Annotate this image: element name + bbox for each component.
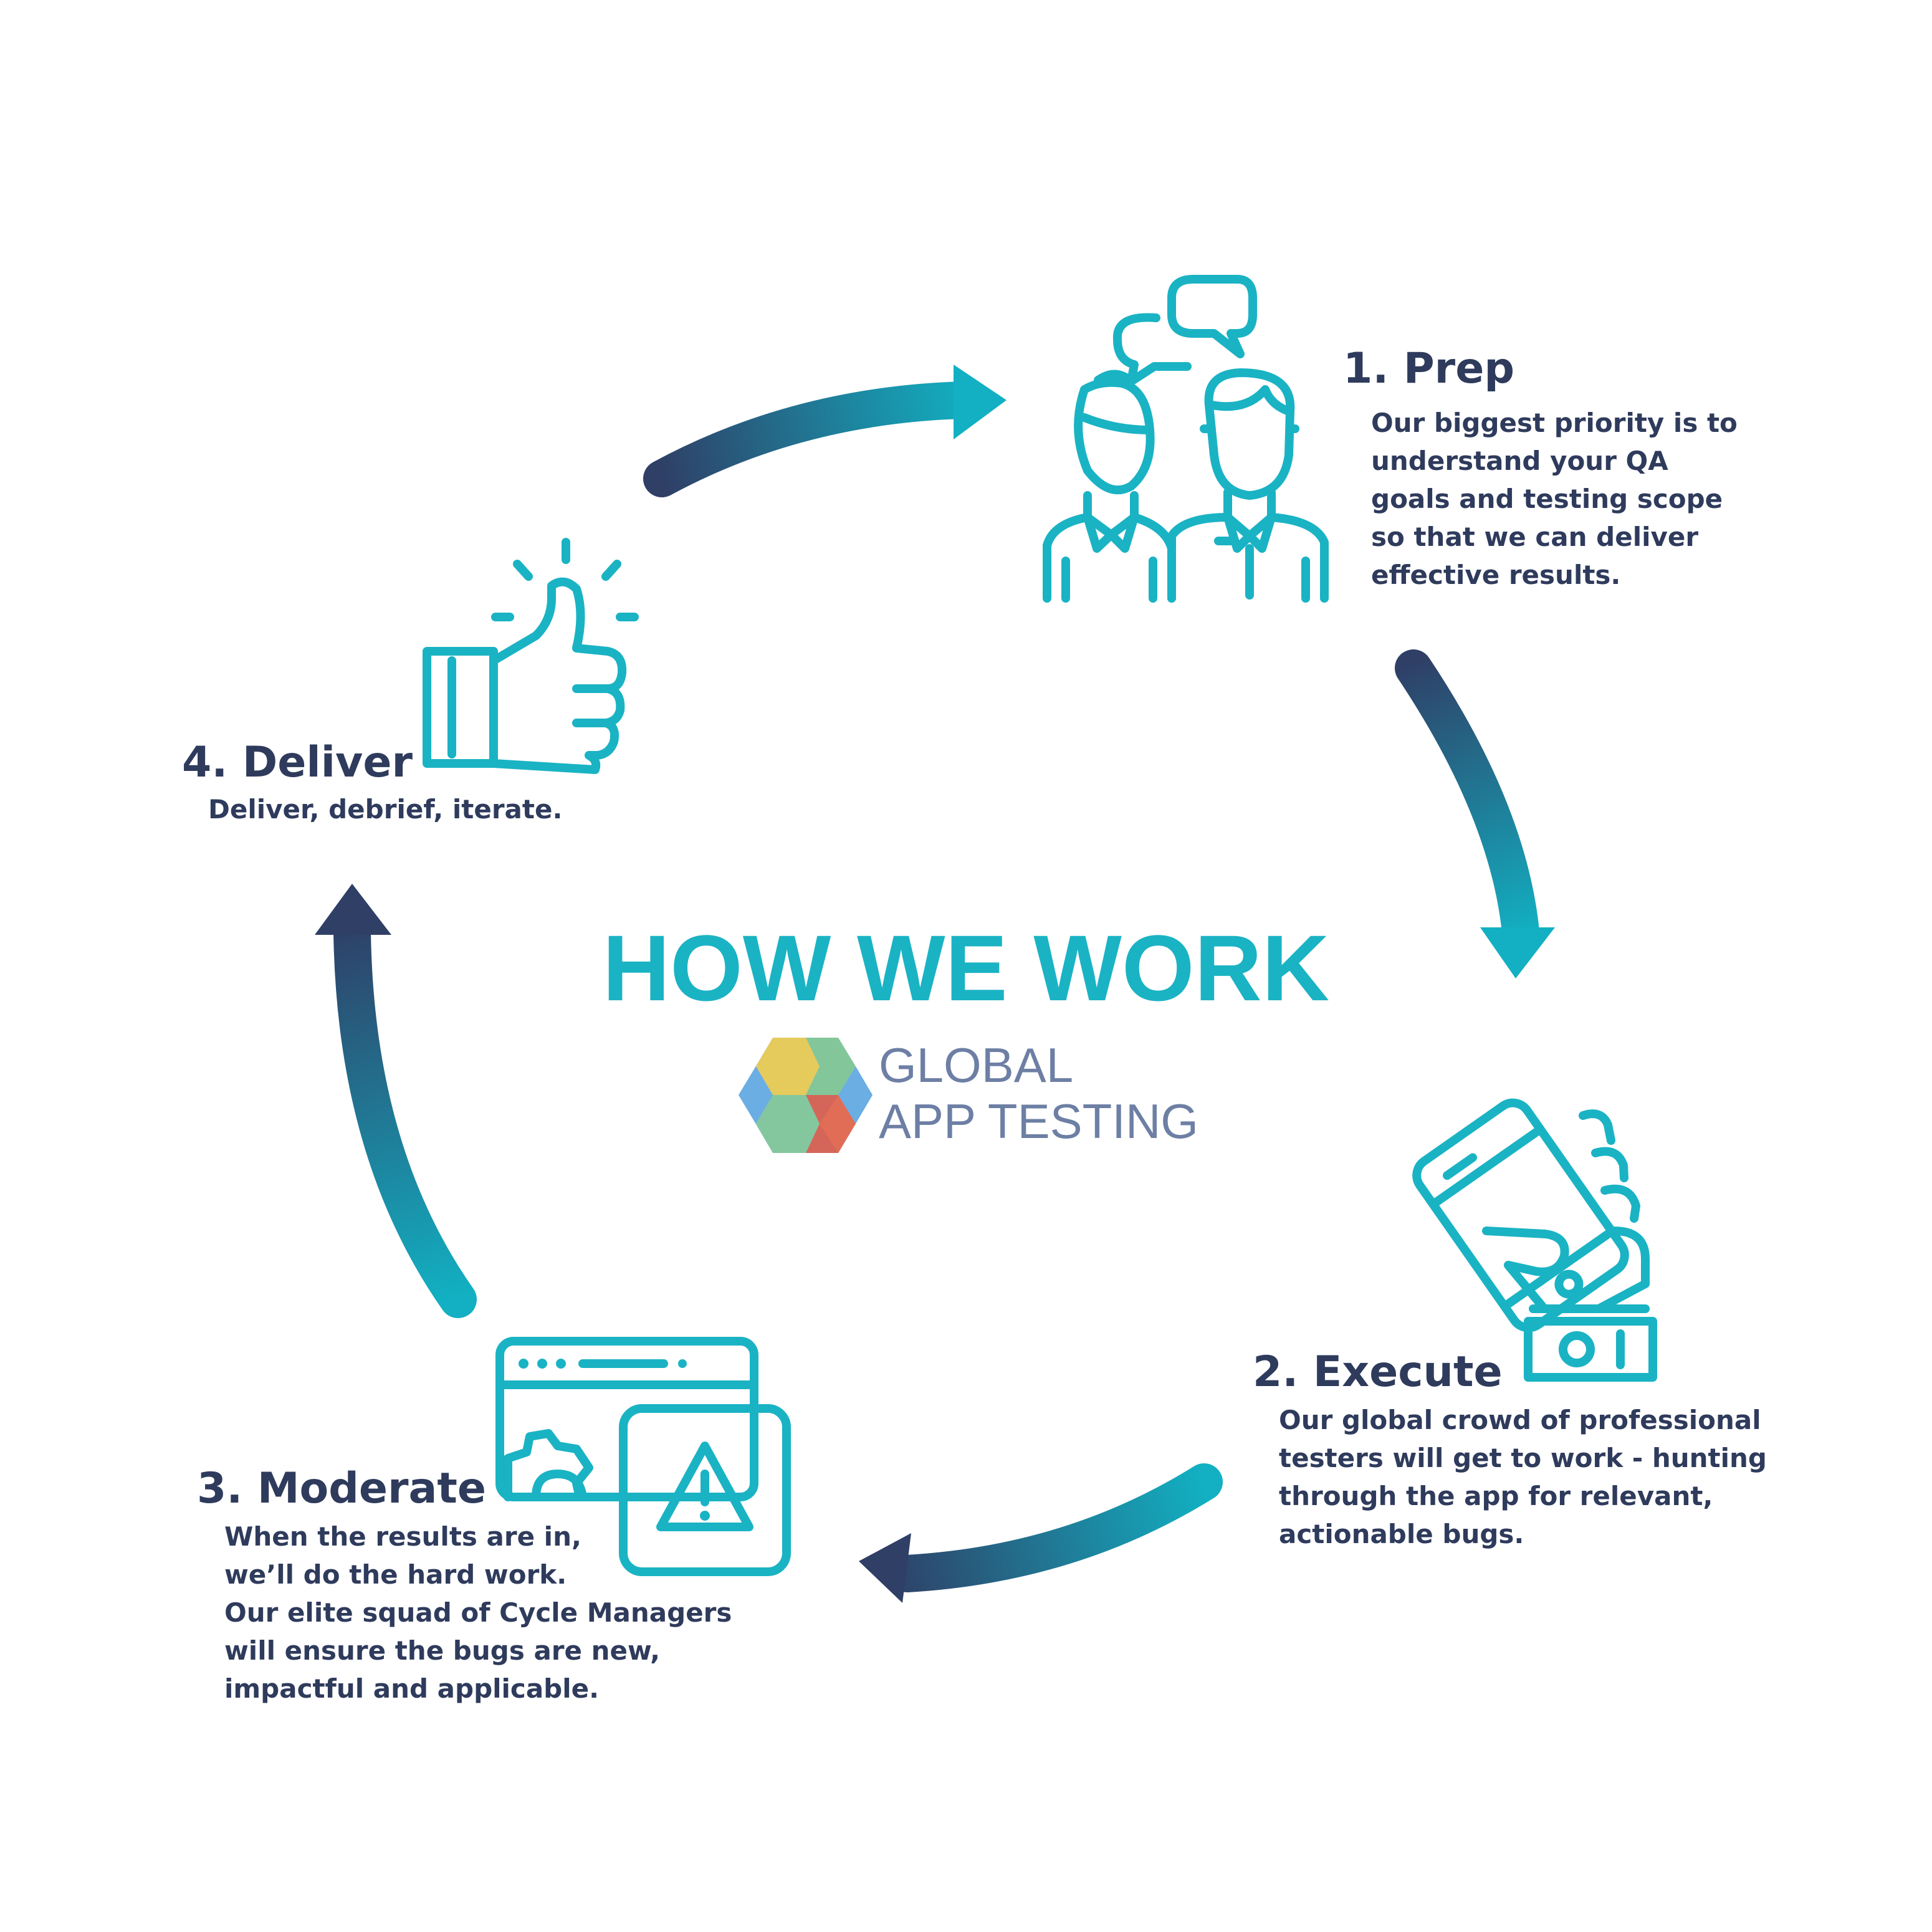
thumbs-up-icon bbox=[423, 538, 639, 774]
arrow-head-right bbox=[1480, 927, 1555, 978]
brand-name-line2: APP TESTING bbox=[879, 1094, 1198, 1149]
step-title-moderate: 3. Moderate bbox=[197, 1464, 487, 1513]
browser-warning-icon bbox=[495, 1337, 791, 1576]
arrow-head-top bbox=[954, 365, 1007, 439]
step-title-prep: 1. Prep bbox=[1343, 344, 1514, 393]
arrow-execute-to-moderate bbox=[888, 1463, 1223, 1592]
page-title: HOW WE WORK bbox=[602, 916, 1330, 1020]
step-title-execute: 2. Execute bbox=[1253, 1347, 1503, 1397]
step-title-deliver: 4. Deliver bbox=[182, 738, 413, 787]
arrow-head-bottom bbox=[859, 1533, 911, 1603]
step-desc-moderate: When the results are in, we’ll do the ha… bbox=[224, 1521, 732, 1704]
brand-name-line1: GLOBAL bbox=[879, 1038, 1074, 1093]
step-desc-prep: Our biggest priority is to understand yo… bbox=[1371, 408, 1738, 590]
arrow-head-left bbox=[315, 884, 391, 935]
arrow-prep-to-execute bbox=[1395, 649, 1539, 950]
arrow-deliver-to-prep bbox=[643, 381, 982, 497]
team-people-chat-icon bbox=[1043, 275, 1329, 603]
step-desc-deliver: Deliver, debrief, iterate. bbox=[208, 794, 563, 825]
hand-holding-phone-icon bbox=[1412, 1098, 1657, 1382]
step-desc-execute: Our global crowd of professional testers… bbox=[1279, 1405, 1767, 1549]
global-app-testing-logo bbox=[739, 1038, 873, 1153]
arrow-moderate-to-deliver bbox=[333, 913, 477, 1318]
